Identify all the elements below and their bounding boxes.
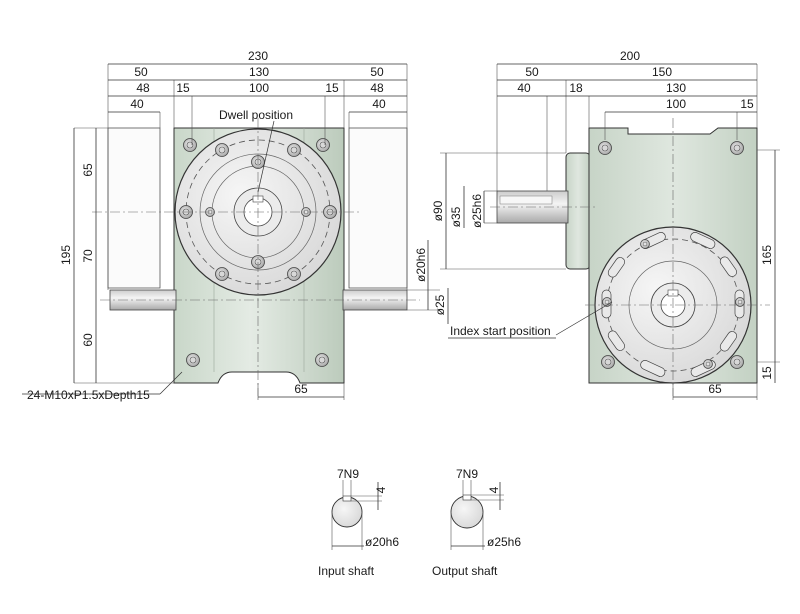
side-dim-shaft-side: 50: [525, 65, 539, 79]
dim-bottom-height: 60: [81, 333, 95, 347]
output-key-depth: 4: [487, 486, 501, 493]
front-right-panel: [348, 127, 408, 289]
bolt-icon: [215, 267, 229, 281]
housing-bolt-icon: [316, 138, 330, 152]
label-tapped-holes: 24-M10xP1.5xDepth15: [27, 388, 150, 402]
dim-body-width: 130: [249, 65, 269, 79]
bolt-icon: [287, 143, 301, 157]
dim-bottom-offset: 65: [294, 382, 308, 396]
dim-off-right: 48: [370, 81, 384, 95]
bolt-icon: [640, 239, 650, 249]
dim-side-right: 50: [370, 65, 384, 79]
front-right-dimensions: ø20h6 ø25: [407, 240, 449, 324]
dim-off-left: 48: [136, 81, 150, 95]
side-flange: [565, 152, 591, 270]
side-left-dimensions: ø90 ø35 ø25h6: [431, 152, 566, 270]
dim-shaft-len-left: 40: [130, 97, 144, 111]
front-left-panel: [107, 127, 161, 289]
side-dim-flange-dia: ø90: [431, 200, 445, 221]
side-dim-bottom-offset: 65: [708, 382, 722, 396]
output-dia: ø25h6: [487, 535, 521, 549]
side-top-dimensions: 200 50 150 40 18 130 100 15: [496, 49, 758, 191]
dim-shaft-len-right: 40: [372, 97, 386, 111]
housing-bolt-icon: [598, 141, 612, 155]
bolt-icon: [215, 143, 229, 157]
keyway-output: 7N9 4 ø25h6 Output shaft: [432, 467, 521, 578]
dim-side-left: 50: [134, 65, 148, 79]
output-caption: Output shaft: [432, 564, 498, 578]
input-caption: Input shaft: [318, 564, 375, 578]
label-index-start: Index start position: [450, 324, 551, 338]
housing-bolt-icon: [315, 353, 329, 367]
output-key-width: 7N9: [456, 467, 478, 481]
side-view: 200 50 150 40 18 130 100 15 ø90 ø35 ø25h…: [431, 49, 780, 400]
dim-overall-height: 195: [59, 245, 73, 265]
dim-top-height: 65: [81, 163, 95, 177]
dim-mid-height: 70: [81, 249, 95, 263]
side-dim-shaft-len: 40: [517, 81, 531, 95]
housing-bolt-icon: [730, 355, 744, 369]
housing-bolt-icon: [183, 138, 197, 152]
keyway-input: 7N9 4 ø20h6 Input shaft: [318, 467, 399, 578]
housing-bolt-icon: [601, 355, 615, 369]
bolt-icon: [287, 267, 301, 281]
label-dwell-position: Dwell position: [219, 108, 293, 122]
dim-gap-left: 15: [176, 81, 190, 95]
housing-bolt-icon: [730, 141, 744, 155]
side-dim-body-inner: 130: [666, 81, 686, 95]
side-dim-shaft-dia: ø25h6: [470, 194, 484, 228]
output-shaft-section: [450, 495, 484, 529]
dim-overall-width: 230: [248, 49, 268, 63]
side-dim-hub-dia: ø35: [449, 206, 463, 227]
side-dim-edge-right: 15: [740, 97, 754, 111]
front-top-dimensions: 230 50 130 50 48 15 100 15 48 40 40: [107, 49, 408, 290]
front-left-dimensions: 195 65 70 60: [59, 127, 174, 384]
side-dim-overall-width: 200: [620, 49, 640, 63]
side-dim-height: 165: [760, 245, 774, 265]
input-dia: ø20h6: [365, 535, 399, 549]
side-dim-body-depth: 150: [652, 65, 672, 79]
side-right-dimensions: 165 15: [757, 149, 780, 383]
side-dim-bolt-span: 100: [666, 97, 686, 111]
side-dim-bottom-edge: 15: [760, 366, 774, 380]
input-shaft-section: [331, 496, 363, 528]
dim-input-bore-dia: ø25: [433, 294, 447, 315]
input-key-width: 7N9: [337, 467, 359, 481]
front-view: 230 50 130 50 48 15 100 15 48 40 40 195 …: [22, 49, 449, 402]
dim-gap-right: 15: [325, 81, 339, 95]
dim-input-shaft-dia: ø20h6: [414, 248, 428, 282]
housing-bolt-icon: [186, 353, 200, 367]
side-dim-flange: 18: [569, 81, 583, 95]
input-key-depth: 4: [374, 486, 388, 493]
dim-bolt-span: 100: [249, 81, 269, 95]
bolt-icon: [703, 359, 713, 369]
